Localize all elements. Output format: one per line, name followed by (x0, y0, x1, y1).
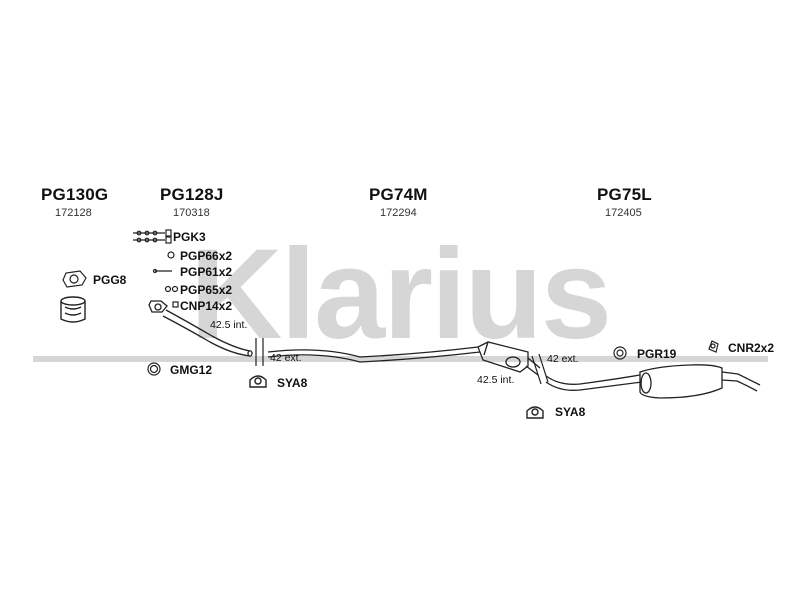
dimension-ext-b: 42 ext. (547, 353, 579, 365)
svg-text:Klarius: Klarius (190, 223, 610, 366)
label-pgr19: PGR19 (637, 347, 677, 361)
label-pgp66: PGP66x2 (180, 249, 233, 263)
section-number-pg75l: 172405 (605, 207, 642, 219)
gasket-icon (62, 270, 87, 288)
hanger-icon-b (526, 406, 544, 419)
label-gmg12: GMG12 (170, 363, 213, 377)
section-number-pg74m: 172294 (380, 207, 417, 219)
hanger-icon-a (249, 375, 267, 388)
washer-icon (164, 285, 179, 293)
dimension-ext-a: 42 ext. (270, 352, 302, 364)
stud-icon (152, 268, 172, 274)
label-pgg8: PGG8 (93, 273, 127, 287)
section-code-pg128j: PG128J (160, 185, 224, 204)
section-code-pg130g: PG130G (41, 185, 109, 204)
ring-gasket-icon (147, 362, 161, 376)
bolt-set-icon (133, 229, 172, 244)
label-cnr2: CNR2x2 (728, 341, 775, 355)
label-cnp14: CNP14x2 (180, 299, 233, 313)
rear-pipe-and-silencer (545, 364, 761, 399)
section-code-pg75l: PG75L (597, 185, 652, 204)
label-sya8-b: SYA8 (555, 405, 586, 419)
section-number-pg130g: 172128 (55, 207, 92, 219)
dimension-int-a: 42.5 int. (210, 319, 248, 331)
mounting-block-icon (60, 296, 86, 323)
label-sya8-a: SYA8 (277, 376, 308, 390)
label-pgk3: PGK3 (173, 230, 206, 244)
section-number-pg128j: 170318 (173, 207, 210, 219)
centre-pipe-and-silencer (267, 341, 541, 376)
rubber-ring-icon (613, 346, 627, 360)
front-pipe (148, 300, 253, 357)
nut-icon (167, 251, 175, 259)
label-pgp65: PGP65x2 (180, 283, 233, 297)
clamp-icon (708, 340, 719, 353)
clip-icon (172, 301, 179, 308)
dimension-int-b: 42.5 int. (477, 374, 515, 386)
section-code-pg74m: PG74M (369, 185, 428, 204)
label-pgp61: PGP61x2 (180, 265, 233, 279)
